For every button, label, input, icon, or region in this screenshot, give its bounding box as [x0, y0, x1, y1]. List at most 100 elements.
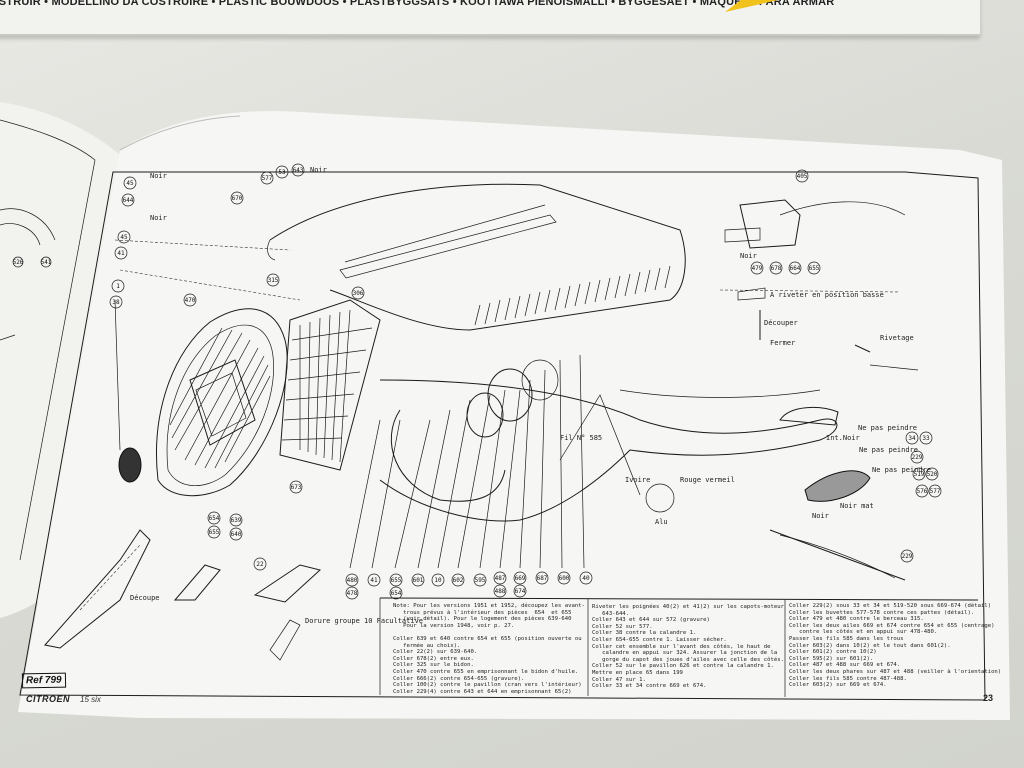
svg-text:Découpe: Découpe [130, 594, 160, 602]
svg-text:577: 577 [262, 175, 273, 182]
drawing-frame [19, 171, 986, 701]
svg-text:670: 670 [232, 195, 243, 202]
svg-text:33: 33 [922, 435, 930, 442]
svg-text:45: 45 [120, 234, 128, 241]
svg-text:577: 577 [930, 488, 941, 495]
svg-text:41: 41 [117, 250, 125, 257]
svg-text:664: 664 [790, 265, 801, 272]
footer-brand: CITROEN [26, 694, 70, 704]
svg-text:601: 601 [413, 577, 424, 584]
svg-text:Dorure groupe 10 Facultative: Dorure groupe 10 Facultative [305, 617, 423, 625]
notes-column-1: Note: Pour les versions 1951 et 1952, dé… [393, 603, 585, 695]
notes-divider [379, 597, 979, 601]
svg-text:639: 639 [231, 517, 242, 524]
svg-text:654: 654 [391, 590, 402, 597]
svg-text:480: 480 [347, 577, 358, 584]
radiator-grille-drawing [156, 308, 288, 497]
svg-text:Ne pas peindre: Ne pas peindre [858, 424, 917, 432]
svg-text:602: 602 [453, 577, 464, 584]
svg-text:Noir: Noir [310, 166, 327, 174]
svg-text:479: 479 [752, 265, 763, 272]
notes-column-2: Riveter les poignées 40(2) et 41(2) sur … [592, 604, 784, 690]
misc-labels: Fil N° 585 Rouge vermeil Ivoire Alu Noir… [150, 166, 735, 526]
reference-label: Ref 799 [21, 672, 66, 689]
svg-text:Ivoire: Ivoire [625, 476, 650, 484]
svg-text:Ne pas peindre: Ne pas peindre [872, 466, 931, 474]
svg-text:678: 678 [771, 265, 782, 272]
page-number: 23 [983, 693, 994, 703]
svg-text:655: 655 [809, 265, 820, 272]
radiator-core-drawing [279, 299, 381, 471]
svg-text:306: 306 [353, 290, 364, 297]
svg-text:Fil N° 585: Fil N° 585 [560, 434, 602, 442]
svg-text:Découper: Découper [764, 319, 798, 327]
svg-text:655: 655 [209, 529, 220, 536]
svg-text:Ne pas peindre: Ne pas peindre [859, 446, 918, 454]
headlight-drawing [118, 359, 559, 483]
svg-text:541: 541 [41, 259, 52, 266]
callouts-top-left: 45 644 45 41 1 38 470 670 577 53 643 315… [109, 163, 365, 309]
svg-text:519: 519 [914, 471, 925, 478]
svg-text:Noir mat: Noir mat [840, 502, 874, 510]
detail-top-right: 405 479 678 664 655 Noir A riveter en po… [719, 169, 919, 371]
svg-text:38: 38 [112, 299, 120, 306]
callouts-bottom-row: 480 478 41 655 654 601 10 602 595 487 48… [345, 571, 593, 600]
svg-text:687: 687 [537, 575, 548, 582]
svg-text:Fermer: Fermer [770, 339, 795, 347]
svg-text:674: 674 [515, 588, 526, 595]
box-multilingual-strip: OSTRUIR • MODELLINO DA COSTRUIRE • PLAST… [0, 0, 835, 8]
callouts-right-side: 34 33 229 519 520 576 577 673 229 Ne pas… [289, 424, 942, 581]
svg-text:Noir: Noir [812, 512, 829, 520]
svg-text:654: 654 [209, 515, 220, 522]
svg-text:53: 53 [278, 169, 286, 176]
svg-text:Alu: Alu [655, 518, 668, 526]
footer-model: 15 six [80, 695, 101, 704]
svg-text:600: 600 [559, 575, 570, 582]
svg-text:520: 520 [927, 471, 938, 478]
svg-text:Noir: Noir [150, 172, 167, 180]
svg-text:470: 470 [185, 297, 196, 304]
model-box-lid: OSTRUIR • MODELLINO DA COSTRUIRE • PLAST… [0, 0, 980, 36]
fender-drawing [379, 379, 839, 522]
svg-text:644: 644 [123, 197, 134, 204]
svg-text:669: 669 [515, 575, 526, 582]
svg-text:Noir: Noir [150, 214, 167, 222]
svg-text:Rouge vermeil: Rouge vermeil [680, 476, 735, 484]
svg-text:487: 487 [495, 575, 506, 582]
hood-drawing [267, 183, 686, 331]
svg-text:640: 640 [231, 531, 242, 538]
wire-drawing [390, 409, 506, 502]
svg-text:10: 10 [434, 577, 442, 584]
svg-text:45: 45 [126, 180, 134, 187]
svg-text:576: 576 [917, 488, 928, 495]
left-page-drawing: 526 541 [0, 208, 56, 341]
detail-lower-left: 654 639 655 640 22 Découpe Dorure groupe… [44, 511, 423, 661]
svg-text:595: 595 [475, 577, 486, 584]
svg-text:229: 229 [902, 553, 913, 560]
notes-column-3: Coller 229(2) sous 33 et 34 et 519-520 s… [789, 603, 1002, 689]
svg-text:Int.Noir: Int.Noir [826, 434, 860, 442]
svg-text:478: 478 [347, 590, 358, 597]
svg-text:Noir: Noir [740, 252, 757, 260]
svg-text:405: 405 [797, 173, 808, 180]
svg-text:655: 655 [391, 577, 402, 584]
svg-text:34: 34 [908, 435, 916, 442]
svg-text:41: 41 [370, 577, 378, 584]
svg-text:Rivetage: Rivetage [880, 334, 914, 342]
svg-text:488: 488 [495, 588, 506, 595]
svg-text:526: 526 [13, 259, 24, 266]
svg-text:229: 229 [912, 454, 923, 461]
svg-text:22: 22 [256, 561, 264, 568]
svg-text:643: 643 [293, 167, 304, 174]
right-page [18, 111, 1010, 720]
svg-text:A riveter en position basse: A riveter en position basse [770, 291, 884, 299]
svg-text:40: 40 [582, 575, 590, 582]
svg-text:315: 315 [268, 277, 279, 284]
svg-text:673: 673 [291, 484, 302, 491]
leader-lines [114, 239, 641, 569]
left-page [0, 102, 120, 618]
left-page-border [0, 119, 96, 561]
svg-text:1: 1 [116, 283, 120, 290]
